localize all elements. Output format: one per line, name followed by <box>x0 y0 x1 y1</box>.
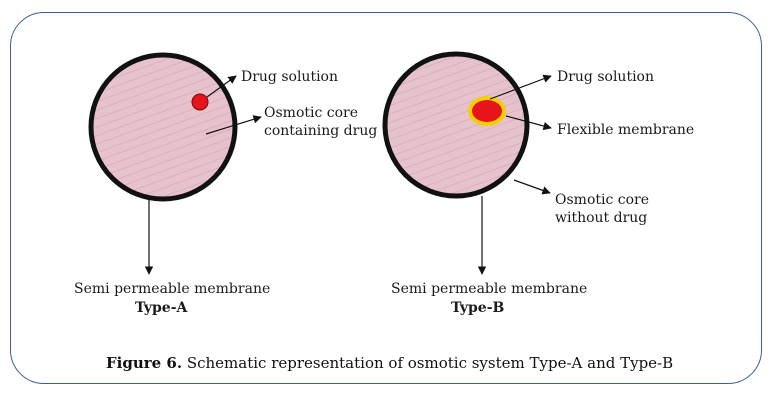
type-a-membrane-label: Semi permeable membrane <box>74 281 270 297</box>
figure-caption-number: Figure 6. <box>106 354 182 372</box>
type-b-flexible-membrane-label: Flexible membrane <box>557 122 694 138</box>
type-a-drug-dot <box>191 93 209 111</box>
figure-caption: Figure 6. Schematic representation of os… <box>106 354 673 372</box>
type-a-core-label-line2: containing drug <box>264 123 377 139</box>
type-a-core-label-line1: Osmotic core <box>264 105 358 121</box>
type-b-core-label-line2: without drug <box>555 210 647 226</box>
type-b-type-label: Type-B <box>451 300 505 316</box>
type-b-core-arrow <box>513 179 551 195</box>
type-a-drug-solution-label: Drug solution <box>241 69 338 85</box>
type-b-core-label-line1: Osmotic core <box>555 192 649 208</box>
type-b-membrane-label: Semi permeable membrane <box>391 281 587 297</box>
figure-caption-text: Schematic representation of osmotic syst… <box>182 354 673 372</box>
type-b-flexible-arrow <box>505 115 552 131</box>
type-b-core <box>382 51 530 199</box>
type-a-core <box>88 52 238 202</box>
type-a-drug-arrow <box>206 75 237 98</box>
type-b-drug-arrow <box>489 74 552 100</box>
type-b-drug-reservoir <box>472 100 502 122</box>
type-b-diagram: Drug solution Flexible membrane Osmotic … <box>382 51 694 316</box>
type-a-core-arrow <box>205 115 262 135</box>
type-b-drug-solution-label: Drug solution <box>557 69 654 85</box>
type-a-diagram: Drug solution Osmotic core containing dr… <box>74 52 377 316</box>
type-a-type-label: Type-A <box>135 300 189 316</box>
